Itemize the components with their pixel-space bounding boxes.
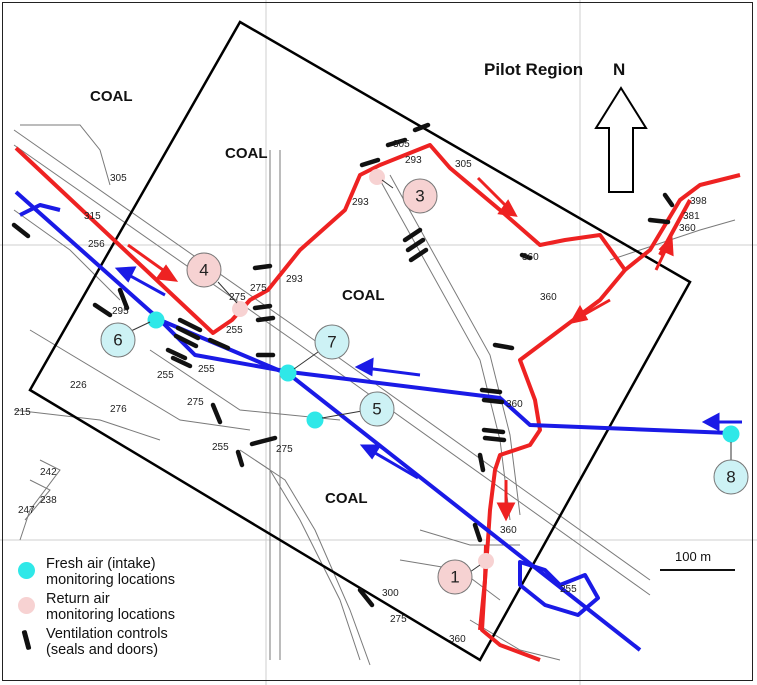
svg-text:256: 256 [88, 239, 105, 250]
svg-text:300: 300 [382, 588, 399, 599]
label-leaders [130, 179, 732, 573]
svg-text:255: 255 [198, 364, 215, 375]
svg-text:315: 315 [84, 211, 101, 222]
legend-return-line2: monitoring locations [46, 607, 175, 623]
svg-text:275: 275 [187, 397, 204, 408]
station-4-badge [186, 252, 222, 288]
station-6-marker [147, 311, 165, 329]
station-3-badge [402, 178, 438, 214]
svg-text:1: 1 [450, 568, 459, 587]
north-label: N [613, 60, 625, 79]
return-air-dot-icon [17, 596, 35, 614]
scale-label: 100 m [675, 549, 711, 564]
station-1-marker [478, 553, 494, 569]
svg-text:255: 255 [157, 370, 174, 381]
svg-text:295: 295 [112, 306, 129, 317]
intake-air-arrows [114, 266, 742, 480]
svg-text:247: 247 [18, 505, 35, 516]
station-4-marker [232, 301, 248, 317]
svg-text:381: 381 [683, 211, 700, 222]
svg-text:360: 360 [449, 634, 466, 645]
svg-text:305: 305 [455, 159, 472, 170]
svg-text:215: 215 [14, 407, 31, 418]
coal-label-center: COAL [342, 287, 385, 304]
svg-text:305: 305 [110, 173, 127, 184]
station-5-marker [306, 411, 324, 429]
svg-text:275: 275 [276, 444, 293, 455]
svg-text:226: 226 [70, 380, 87, 391]
svg-text:255: 255 [560, 584, 577, 595]
ventilation-controls [11, 122, 675, 608]
svg-text:4: 4 [199, 261, 208, 280]
svg-text:3: 3 [415, 187, 424, 206]
legend: Fresh air (intake) monitoring locations … [14, 556, 244, 661]
coal-label-nw: COAL [90, 88, 133, 105]
return-air-arrows [127, 176, 674, 522]
station-8-marker [722, 425, 740, 443]
svg-text:360: 360 [500, 525, 517, 536]
legend-return-air: Return air monitoring locations [14, 591, 244, 623]
svg-text:255: 255 [212, 442, 229, 453]
svg-text:8: 8 [726, 468, 735, 487]
svg-text:276: 276 [110, 404, 127, 415]
svg-text:293: 293 [352, 197, 369, 208]
svg-text:6: 6 [113, 331, 122, 350]
station-8-badge [713, 459, 749, 495]
svg-text:360: 360 [522, 252, 539, 263]
station-labels: 1 3 4 5 6 7 8 [100, 178, 749, 595]
legend-return-line1: Return air [46, 591, 110, 607]
legend-controls: Ventilation controls (seals and doors) [14, 626, 244, 658]
pilot-region-label: Pilot Region [484, 60, 583, 79]
svg-text:5: 5 [372, 400, 381, 419]
svg-text:275: 275 [250, 283, 267, 294]
station-7-badge [314, 324, 350, 360]
svg-text:293: 293 [286, 274, 303, 285]
legend-fresh-line1: Fresh air (intake) [46, 556, 156, 572]
elevation-labels: 305 315 256 295 255 255 255 226 215 276 … [14, 139, 707, 645]
svg-text:360: 360 [506, 399, 523, 410]
ventilation-control-icon [20, 629, 32, 651]
coal-label-s: COAL [325, 490, 368, 507]
svg-text:7: 7 [327, 333, 336, 352]
station-7-marker [279, 364, 297, 382]
legend-fresh-air: Fresh air (intake) monitoring locations [14, 556, 244, 588]
legend-controls-line2: (seals and doors) [46, 642, 159, 658]
station-5-badge [359, 391, 395, 427]
svg-text:238: 238 [40, 495, 57, 506]
scale-bar: 100 m [660, 549, 735, 571]
svg-text:293: 293 [405, 155, 422, 166]
svg-text:305: 305 [393, 139, 410, 150]
svg-text:275: 275 [229, 292, 246, 303]
svg-text:360: 360 [679, 223, 696, 234]
svg-text:242: 242 [40, 467, 57, 478]
coal-label-n: COAL [225, 145, 268, 162]
svg-text:398: 398 [690, 196, 707, 207]
svg-text:360: 360 [540, 292, 557, 303]
north-arrow-icon [594, 86, 648, 193]
svg-text:275: 275 [390, 614, 407, 625]
legend-fresh-line2: monitoring locations [46, 572, 175, 588]
mine-roadways [13, 124, 736, 666]
legend-controls-line1: Ventilation controls [46, 626, 168, 642]
station-1-badge [437, 559, 473, 595]
fresh-air-dot-icon [17, 561, 35, 579]
svg-text:255: 255 [226, 325, 243, 336]
station-6-badge [100, 322, 136, 358]
station-3-marker [369, 169, 385, 185]
monitoring-markers [147, 169, 740, 569]
